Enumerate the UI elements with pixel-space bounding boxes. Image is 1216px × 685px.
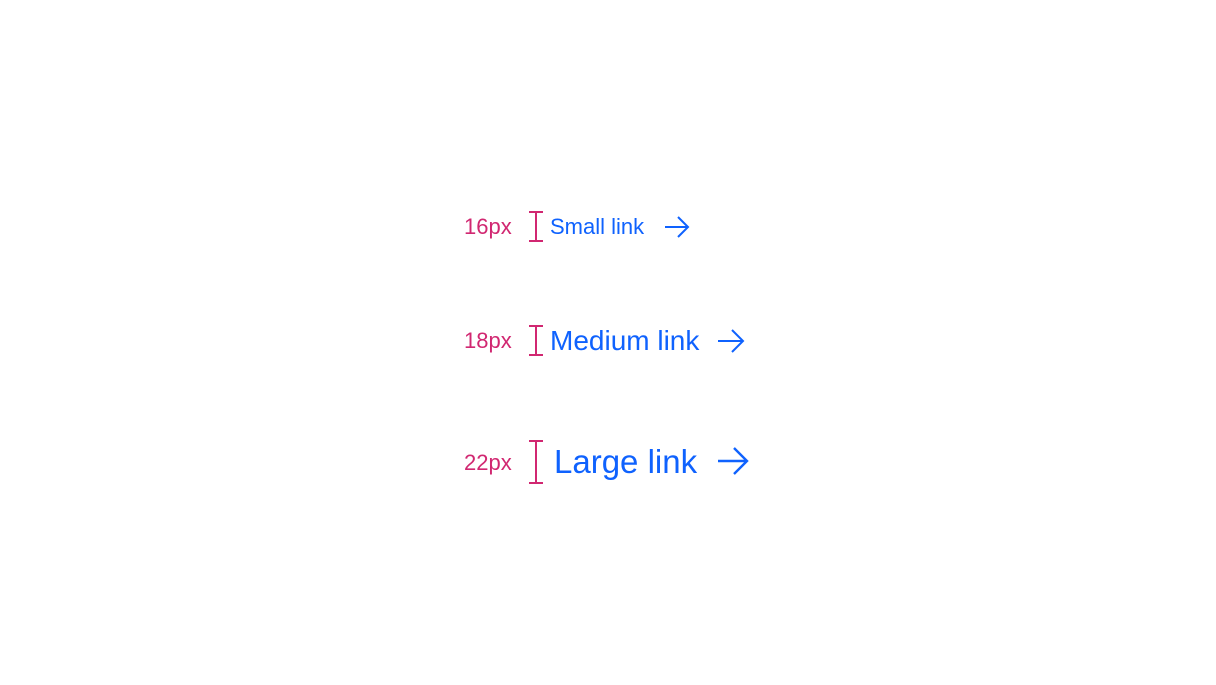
size-label-18px: 18px	[464, 328, 512, 353]
size-label-22px: 22px	[464, 450, 512, 475]
height-measure-bracket	[529, 211, 543, 242]
large-link-text: Large link	[554, 442, 698, 480]
small-link-text: Small link	[550, 214, 645, 239]
medium-link[interactable]: Medium link	[550, 325, 745, 357]
height-measure-bracket	[529, 325, 543, 356]
arrow-right-icon	[664, 216, 690, 238]
size-label-16px: 16px	[464, 214, 512, 239]
arrow-right-icon	[717, 329, 745, 353]
arrow-right-icon	[717, 447, 749, 475]
medium-link-text: Medium link	[550, 325, 700, 356]
large-link[interactable]: Large link	[554, 442, 749, 480]
small-link[interactable]: Small link	[550, 214, 690, 240]
height-measure-bracket	[529, 440, 543, 484]
